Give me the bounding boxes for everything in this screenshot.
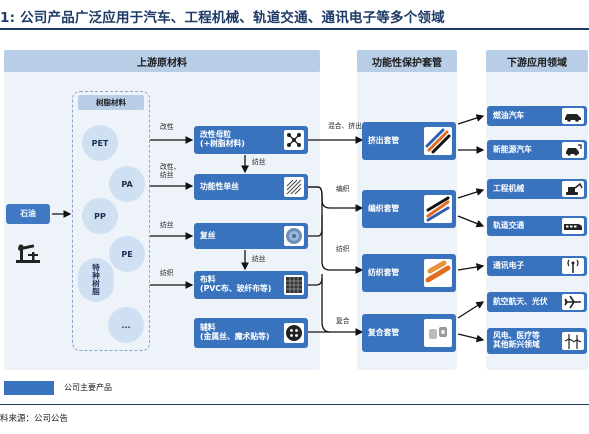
product-extruded-sleeve: 挤出套管 (362, 122, 456, 160)
process-auxiliary-label: 辅料 (金属丝、魔术贴等) (200, 323, 270, 341)
legend-swatch (4, 381, 54, 395)
downstream-aerospace-pv: 航空航天、光伏 (487, 292, 587, 312)
woven-sleeve-icon (424, 259, 452, 287)
legend-label: 公司主要产品 (64, 383, 112, 392)
downstream-telecom: 通讯电子 (487, 256, 587, 276)
coil-icon (284, 177, 304, 197)
bottom-rule (0, 404, 589, 405)
molecule-icon (284, 130, 304, 150)
source-note: 料来源：公司公告 (0, 414, 69, 424)
ev-car-icon (562, 142, 584, 158)
label-braid: 编织 (336, 185, 350, 193)
product-composite-label: 复合套管 (368, 327, 400, 337)
resin-materials-title: 树脂材料 (78, 95, 144, 110)
product-braided-label: 编织套管 (368, 203, 400, 213)
figure-title: 1: 公司产品广泛应用于汽车、工程机械、轨道交通、通讯电子等多个领域 (0, 10, 445, 26)
label-composite: 复合 (336, 317, 350, 325)
process-masterbatch: 改性母粒 (+树脂材料) (194, 126, 308, 154)
upstream-panel (4, 50, 320, 370)
product-extruded-label: 挤出套管 (368, 135, 400, 145)
downstream-telecom-label: 通讯电子 (493, 260, 525, 270)
antenna-icon (562, 258, 584, 274)
process-monofilament-label: 功能性单丝 (200, 181, 239, 191)
label-spin-3: 纺丝 (252, 255, 266, 263)
downstream-rail-label: 轨道交通 (493, 220, 525, 230)
header-upstream: 上游原材料 (4, 50, 320, 72)
product-woven-label: 纺织套管 (368, 267, 400, 277)
excavator-icon (562, 181, 584, 197)
product-woven-sleeve: 纺织套管 (362, 254, 456, 292)
oil-pump-icon (14, 240, 42, 264)
downstream-aerospace-pv-label: 航空航天、光伏 (493, 296, 548, 306)
label-modify: 改性 (160, 123, 174, 131)
button-icon (284, 323, 304, 343)
downstream-ev-car: 新能源汽车 (487, 140, 587, 160)
process-multifilament-label: 复丝 (200, 230, 216, 240)
header-downstream: 下游应用领域 (486, 50, 588, 72)
title-underline (0, 28, 589, 30)
downstream-ev-car-label: 新能源汽车 (493, 144, 532, 154)
process-fabric: 布料 (PVC布、玻纤布等) (194, 271, 308, 299)
resin-pp: PP (82, 198, 118, 234)
wind-turbine-icon (562, 332, 584, 350)
downstream-rail: 轨道交通 (487, 216, 587, 236)
resin-pet: PET (82, 125, 118, 161)
multifilament-icon (284, 226, 304, 246)
downstream-construction: 工程机械 (487, 179, 587, 199)
oil-box: 石油 (6, 204, 50, 224)
process-masterbatch-label: 改性母粒 (+树脂材料) (200, 130, 245, 148)
resin-other: ... (108, 307, 144, 343)
composite-sleeve-icon (424, 319, 452, 347)
extruded-sleeve-icon (424, 127, 452, 155)
label-mix-extrude: 混合、挤出 (328, 122, 362, 130)
downstream-fuel-car-label: 燃油汽车 (493, 110, 525, 120)
process-auxiliary: 辅料 (金属丝、魔术贴等) (194, 318, 308, 348)
resin-special: 特 种 树 脂 (78, 258, 114, 302)
resin-pe: PE (109, 236, 145, 272)
train-icon (562, 218, 584, 234)
car-icon (562, 108, 584, 124)
airplane-icon (562, 294, 584, 310)
resin-pa: PA (109, 166, 145, 202)
downstream-fuel-car: 燃油汽车 (487, 106, 587, 126)
downstream-construction-label: 工程机械 (493, 183, 525, 193)
product-braided-sleeve: 编织套管 (362, 190, 456, 228)
label-spin-1: 纺丝 (160, 221, 174, 229)
resin-materials-group (72, 91, 150, 351)
label-modify-spin: 改性、 纺丝 (160, 163, 181, 179)
downstream-emerging-label: 风电、医疗等 其他新兴领域 (493, 331, 540, 349)
fabric-icon (284, 275, 304, 295)
process-monofilament: 功能性单丝 (194, 174, 308, 200)
product-composite-sleeve: 复合套管 (362, 314, 456, 352)
braided-sleeve-icon (424, 195, 452, 223)
process-multifilament: 复丝 (194, 223, 308, 249)
downstream-panel (486, 50, 588, 370)
label-weave-1: 纺织 (160, 269, 174, 277)
header-midstream: 功能性保护套管 (357, 50, 457, 72)
downstream-emerging: 风电、医疗等 其他新兴领域 (487, 328, 587, 354)
label-weave-2: 纺织 (336, 245, 350, 253)
label-spin-2: 纺丝 (252, 158, 266, 166)
process-fabric-label: 布料 (PVC布、玻纤布等) (200, 275, 272, 293)
